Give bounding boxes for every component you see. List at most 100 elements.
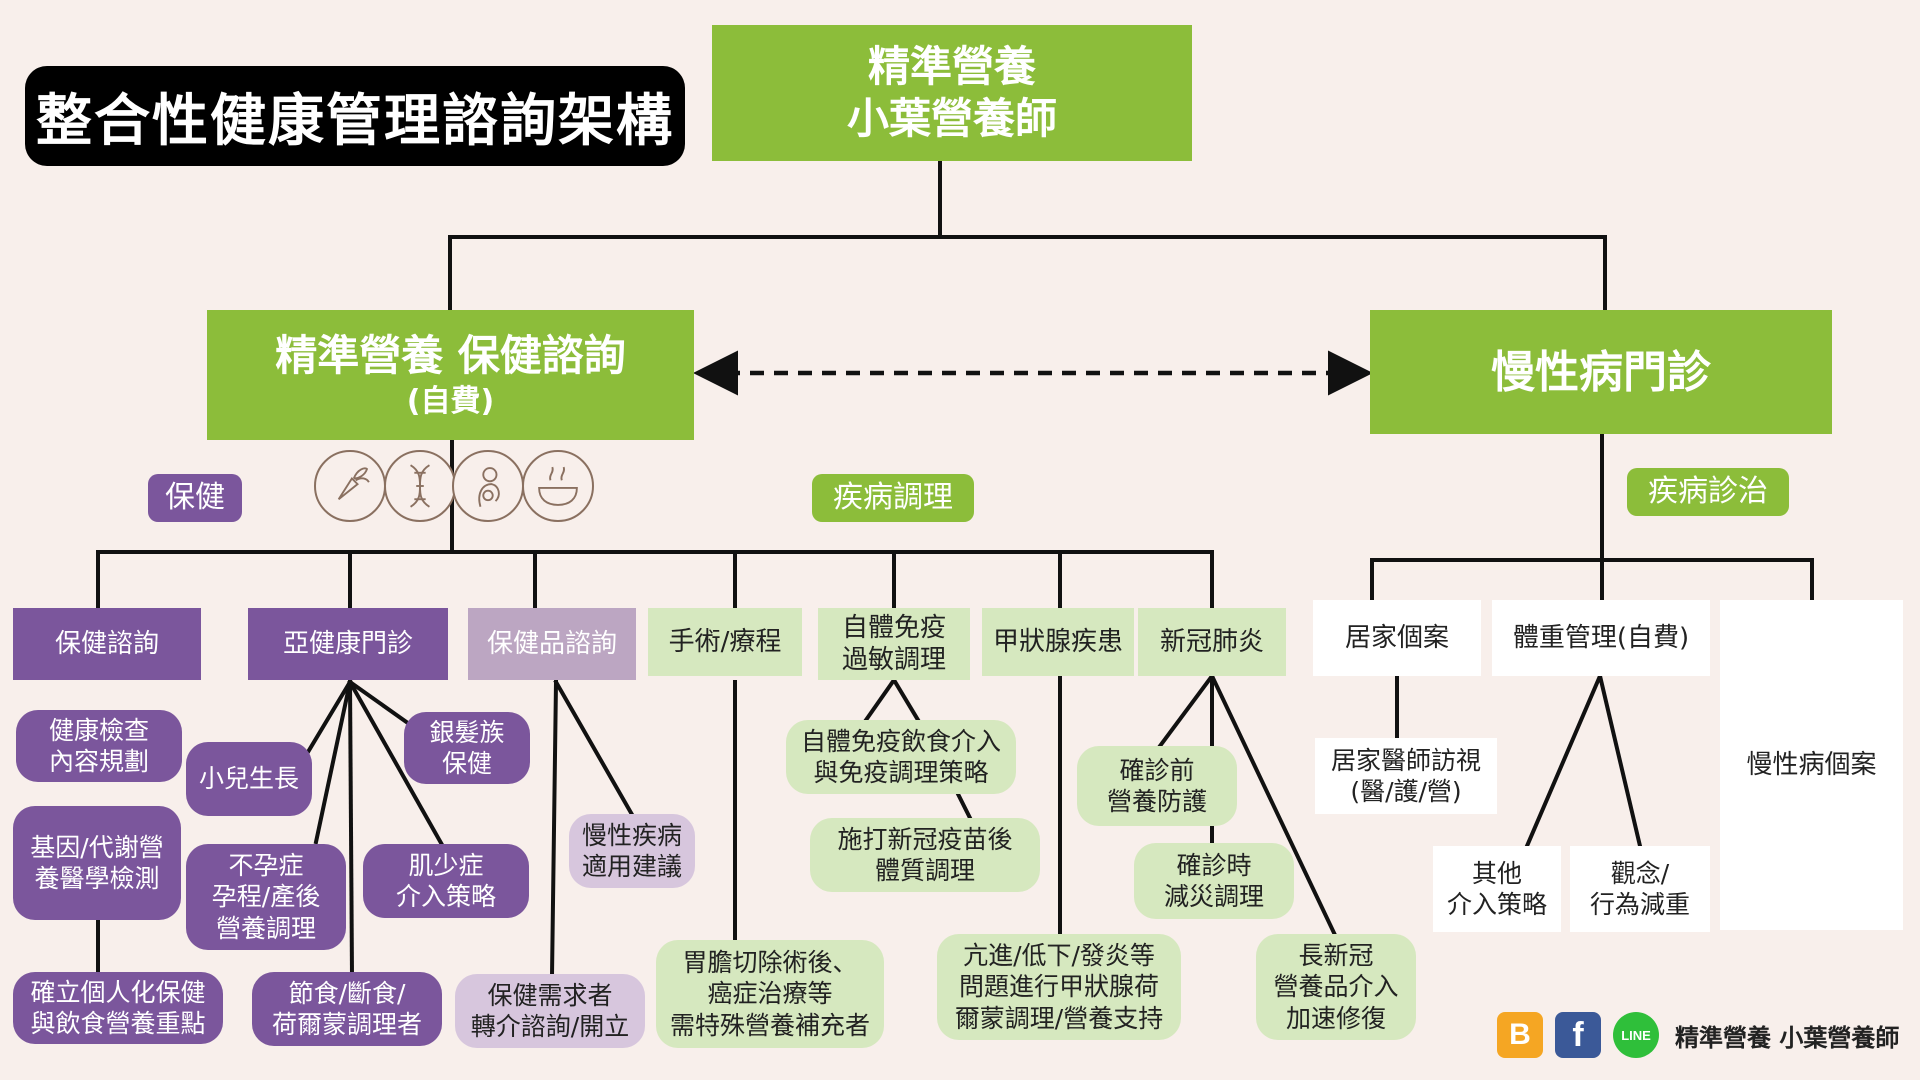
node-covid-label: 新冠肺炎 bbox=[1159, 626, 1264, 657]
leaf-surgery-support-line1: 胃膽切除術後、 bbox=[682, 948, 858, 978]
leaf-health-check: 健康檢查 內容規劃 bbox=[16, 710, 182, 782]
leaf-mindset-line2: 行為減重 bbox=[1589, 890, 1690, 919]
leaf-surgery-support-line2: 癌症治療等 bbox=[707, 979, 833, 1009]
leaf-home-visit-line1: 居家醫師訪視 bbox=[1330, 745, 1481, 775]
leaf-silver: 銀髮族 保健 bbox=[404, 712, 530, 784]
carrot-leaf-icon bbox=[314, 450, 386, 522]
leaf-personal-focus: 確立個人化保健 與飲食營養重點 bbox=[13, 972, 223, 1044]
leaf-gene-test: 基因/代謝營 養醫學檢測 bbox=[13, 806, 181, 920]
wellness-consult-title: 精準營養 保健諮詢 bbox=[275, 331, 626, 380]
node-weight-management-label: 體重管理(自費) bbox=[1512, 622, 1690, 653]
chronic-clinic-label: 慢性病門診 bbox=[1491, 346, 1711, 398]
leaf-referral-line2: 轉介諮詢/開立 bbox=[470, 1012, 630, 1041]
node-home-case: 居家個案 bbox=[1313, 600, 1481, 676]
line-icon[interactable]: LINE bbox=[1613, 1012, 1659, 1058]
dna-icon bbox=[384, 450, 456, 522]
leaf-during-diagnosis: 確診時 減災調理 bbox=[1134, 843, 1294, 919]
leaf-long-covid-line1: 長新冠 bbox=[1298, 941, 1374, 971]
node-supplement-consult: 保健品諮詢 bbox=[468, 608, 636, 680]
leaf-silver-line1: 銀髮族 bbox=[429, 717, 505, 747]
leaf-other-strategy: 其他 介入策略 bbox=[1433, 846, 1561, 932]
facebook-icon[interactable]: f bbox=[1555, 1012, 1601, 1058]
leaf-health-check-line2: 內容規劃 bbox=[48, 747, 149, 776]
soup-bowl-icon bbox=[522, 450, 594, 522]
diagram-title: 整合性健康管理諮詢架構 bbox=[25, 66, 685, 166]
node-subhealth-clinic: 亞健康門診 bbox=[248, 608, 448, 680]
node-autoimmune-line2: 過敏調理 bbox=[841, 645, 946, 675]
leaf-sarcopenia-line2: 介入策略 bbox=[395, 882, 496, 911]
node-chronic-case: 慢性病個案 bbox=[1720, 600, 1903, 930]
leaf-chronic-advice-line1: 慢性疾病 bbox=[581, 820, 682, 850]
leaf-chronic-advice-line2: 適用建議 bbox=[581, 852, 682, 881]
leaf-pre-diagnosis-line2: 營養防護 bbox=[1106, 787, 1207, 816]
leaf-infertility: 不孕症 孕程/產後 營養調理 bbox=[186, 844, 346, 950]
root-line2: 小葉營養師 bbox=[846, 94, 1057, 143]
leaf-referral: 保健需求者 轉介諮詢/開立 bbox=[455, 974, 645, 1048]
footer-brand: B f LINE 精準營養 小葉營養師 bbox=[1497, 1010, 1899, 1060]
leaf-during-diagnosis-line1: 確診時 bbox=[1176, 850, 1252, 880]
leaf-silver-line2: 保健 bbox=[441, 749, 492, 778]
leaf-child-growth-label: 小兒生長 bbox=[198, 764, 299, 794]
leaf-thyroid-support: 亢進/低下/發炎等 問題進行甲狀腺荷 爾蒙調理/營養支持 bbox=[937, 934, 1181, 1040]
leaf-personal-focus-line1: 確立個人化保健 bbox=[30, 977, 206, 1007]
node-thyroid: 甲狀腺疾患 bbox=[982, 608, 1134, 676]
leaf-sarcopenia: 肌少症 介入策略 bbox=[363, 844, 529, 918]
node-surgery: 手術/療程 bbox=[648, 608, 802, 676]
leaf-home-visit-line2: (醫/護/營) bbox=[1350, 777, 1462, 806]
leaf-long-covid: 長新冠 營養品介入 加速修復 bbox=[1256, 934, 1416, 1040]
node-thyroid-label: 甲狀腺疾患 bbox=[992, 626, 1123, 657]
leaf-autoimmune-diet-line1: 自體免疫飲食介入 bbox=[800, 726, 1001, 756]
node-weight-management: 體重管理(自費) bbox=[1492, 600, 1710, 676]
node-wellness-consult: 保健諮詢 bbox=[13, 608, 201, 680]
leaf-sarcopenia-line1: 肌少症 bbox=[408, 850, 484, 880]
leaf-pre-diagnosis: 確診前 營養防護 bbox=[1077, 746, 1237, 826]
leaf-chronic-advice: 慢性疾病 適用建議 bbox=[569, 814, 695, 888]
leaf-referral-line1: 保健需求者 bbox=[487, 980, 613, 1010]
tag-disease-care-label: 疾病調理 bbox=[833, 480, 953, 516]
node-autoimmune: 自體免疫 過敏調理 bbox=[818, 608, 970, 680]
leaf-other-strategy-line2: 介入策略 bbox=[1446, 890, 1547, 919]
leaf-autoimmune-diet: 自體免疫飲食介入 與免疫調理策略 bbox=[786, 720, 1016, 794]
leaf-long-covid-line3: 加速修復 bbox=[1285, 1003, 1386, 1033]
leaf-child-growth: 小兒生長 bbox=[186, 742, 312, 816]
leaf-thyroid-support-line2: 問題進行甲狀腺荷 bbox=[958, 972, 1159, 1002]
chronic-clinic-node: 慢性病門診 bbox=[1370, 310, 1832, 434]
root-line1: 精準營養 bbox=[867, 41, 1036, 91]
wellness-consult-subtitle: (自費) bbox=[406, 383, 495, 419]
node-surgery-label: 手術/療程 bbox=[668, 626, 782, 657]
leaf-other-strategy-line1: 其他 bbox=[1471, 858, 1522, 888]
mother-baby-icon bbox=[452, 450, 524, 522]
wellness-consult-node: 精準營養 保健諮詢 (自費) bbox=[207, 310, 694, 440]
tag-wellness-label: 保健 bbox=[165, 480, 225, 516]
root-node: 精準營養 小葉營養師 bbox=[712, 25, 1192, 161]
blogger-icon[interactable]: B bbox=[1497, 1012, 1543, 1058]
leaf-surgery-support: 胃膽切除術後、 癌症治療等 需特殊營養補充者 bbox=[656, 940, 884, 1048]
tag-diagnosis: 疾病診治 bbox=[1627, 468, 1789, 516]
leaf-thyroid-support-line1: 亢進/低下/發炎等 bbox=[963, 941, 1155, 971]
leaf-infertility-line1: 不孕症 bbox=[228, 851, 304, 881]
leaf-gene-test-line2: 養醫學檢測 bbox=[34, 864, 160, 893]
leaf-pre-diagnosis-line1: 確診前 bbox=[1119, 755, 1195, 785]
node-subhealth-clinic-label: 亞健康門診 bbox=[282, 628, 413, 659]
tag-wellness: 保健 bbox=[148, 474, 242, 522]
leaf-gene-test-line1: 基因/代謝營 bbox=[30, 832, 164, 862]
tag-disease-care: 疾病調理 bbox=[812, 474, 974, 522]
leaf-mindset: 觀念/ 行為減重 bbox=[1570, 846, 1710, 932]
node-covid: 新冠肺炎 bbox=[1138, 608, 1286, 676]
leaf-during-diagnosis-line2: 減災調理 bbox=[1163, 882, 1264, 911]
leaf-mindset-line1: 觀念/ bbox=[1610, 858, 1670, 888]
node-wellness-consult-label: 保健諮詢 bbox=[54, 628, 159, 659]
leaf-infertility-line2: 孕程/產後 bbox=[211, 882, 321, 912]
leaf-infertility-line3: 營養調理 bbox=[215, 913, 316, 943]
node-home-case-label: 居家個案 bbox=[1344, 622, 1449, 653]
leaf-fasting-line1: 節食/斷食/ bbox=[288, 978, 406, 1008]
leaf-fasting-line2: 荷爾蒙調理者 bbox=[271, 1010, 422, 1039]
leaf-health-check-line1: 健康檢查 bbox=[48, 715, 149, 745]
leaf-personal-focus-line2: 與飲食營養重點 bbox=[30, 1009, 206, 1038]
tag-diagnosis-label: 疾病診治 bbox=[1648, 474, 1768, 510]
node-supplement-consult-label: 保健品諮詢 bbox=[486, 628, 617, 659]
leaf-vaccine-line1: 施打新冠疫苗後 bbox=[837, 824, 1013, 854]
footer-brand-text: 精準營養 小葉營養師 bbox=[1675, 1023, 1900, 1052]
